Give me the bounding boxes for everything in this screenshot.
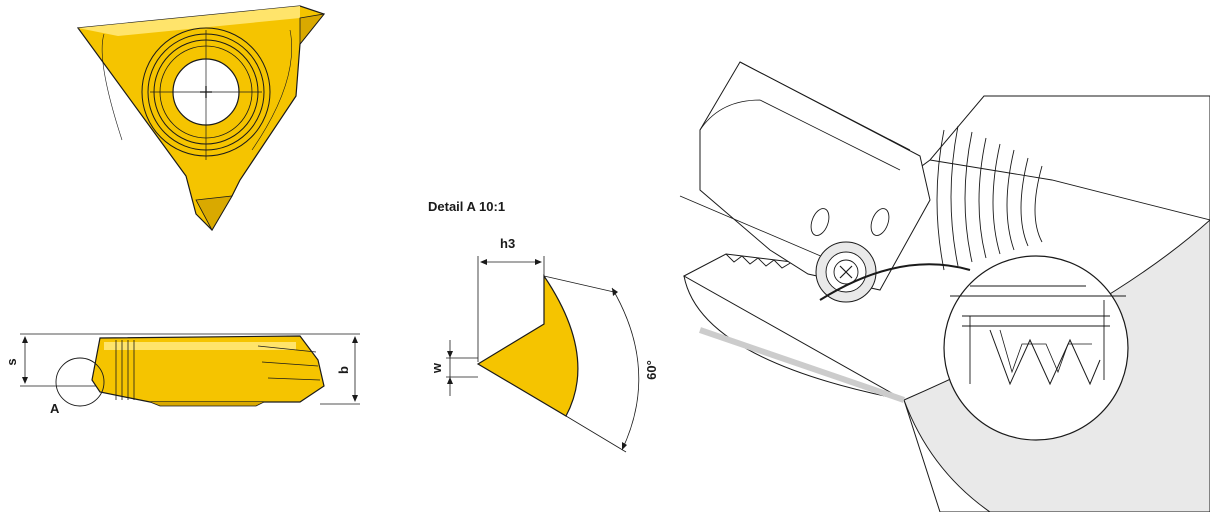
dim-s-label: s: [4, 358, 19, 365]
angle-label: 60°: [644, 360, 659, 380]
threading-illustration: [679, 61, 1210, 512]
detail-a-marker-circle: [55, 357, 105, 407]
detail-a-view: Detail A 10:1 h3 w 60°: [428, 199, 659, 453]
detail-a-label: A: [50, 401, 60, 416]
dim-h3-label: h3: [500, 236, 515, 251]
thread-profile-magnifier: [943, 255, 1129, 441]
insert-side-view: s b A: [4, 333, 360, 416]
dim-b-label: b: [336, 366, 351, 374]
magnified-thread-teeth: [989, 329, 1101, 386]
detail-title: Detail A 10:1: [428, 199, 505, 214]
insert-top-view: [76, 5, 326, 231]
thread-tooth-profile: [476, 274, 579, 417]
dim-w-label: w: [429, 362, 444, 374]
